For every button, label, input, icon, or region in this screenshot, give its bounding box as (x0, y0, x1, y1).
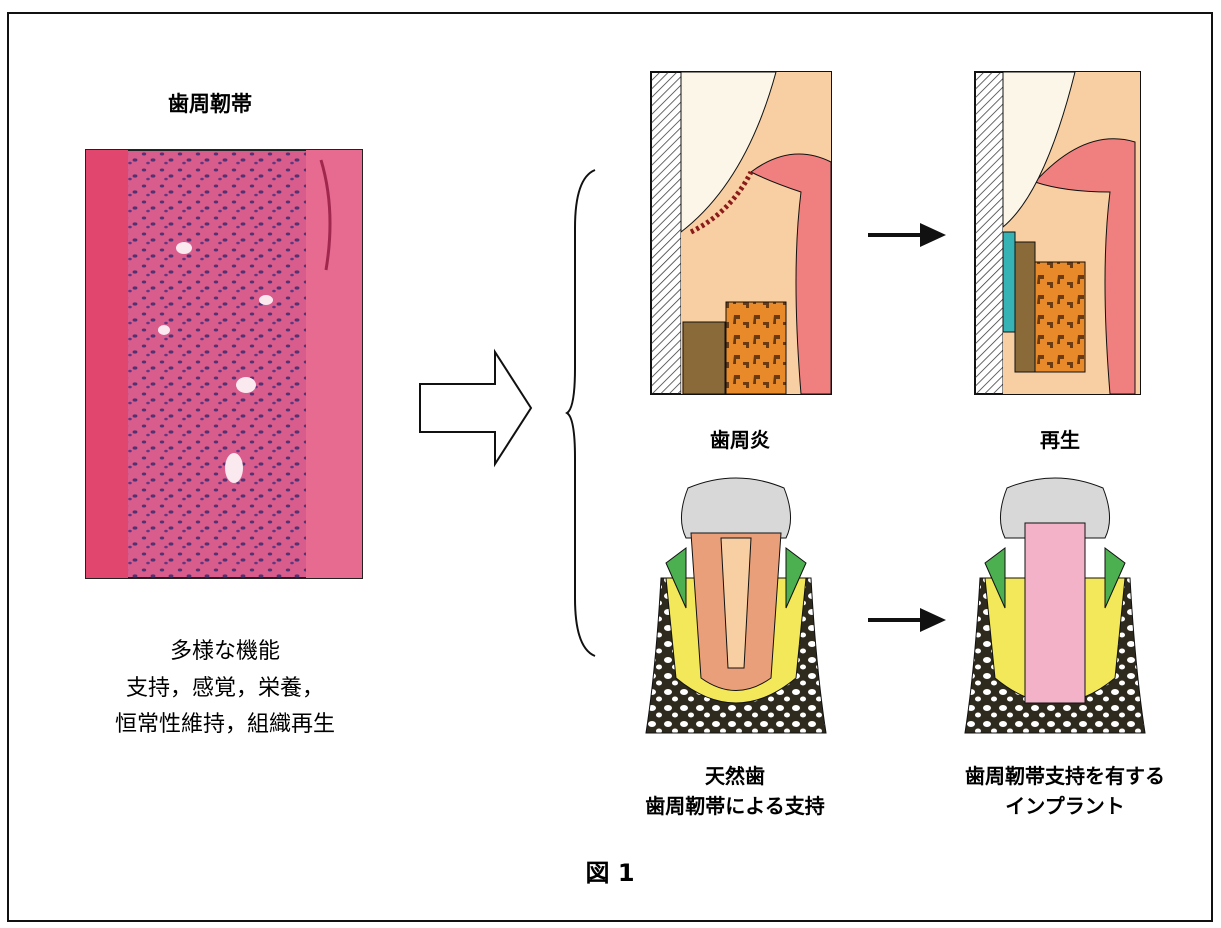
ligament-title: 歯周靭帯 (150, 88, 270, 118)
natural-tooth-label-2: 歯周靭帯による支持 (620, 790, 850, 819)
arrow-right-bottom (868, 608, 948, 632)
figure-caption: 図 1 (560, 853, 660, 888)
functions-heading: 多様な機能 (100, 633, 350, 665)
implant-label-1: 歯周靭帯支持を有する (930, 760, 1200, 789)
outline-arrow-right (418, 350, 538, 470)
regeneration-label: 再生 (1020, 424, 1100, 453)
curly-brace (565, 168, 605, 658)
arrow-right-top (868, 223, 948, 247)
periodontitis-diagram (651, 72, 831, 394)
regeneration-diagram (975, 72, 1140, 394)
natural-tooth-diagram (646, 478, 826, 733)
histology-micrograph (86, 150, 362, 578)
periodontitis-label: 歯周炎 (690, 424, 790, 453)
implant-diagram (965, 478, 1145, 733)
functions-line2: 恒常性維持，組織再生 (85, 706, 365, 738)
functions-line1: 支持，感覚，栄養， (90, 670, 360, 702)
natural-tooth-label-1: 天然歯 (660, 760, 810, 789)
implant-label-2: インプラント (985, 790, 1145, 819)
